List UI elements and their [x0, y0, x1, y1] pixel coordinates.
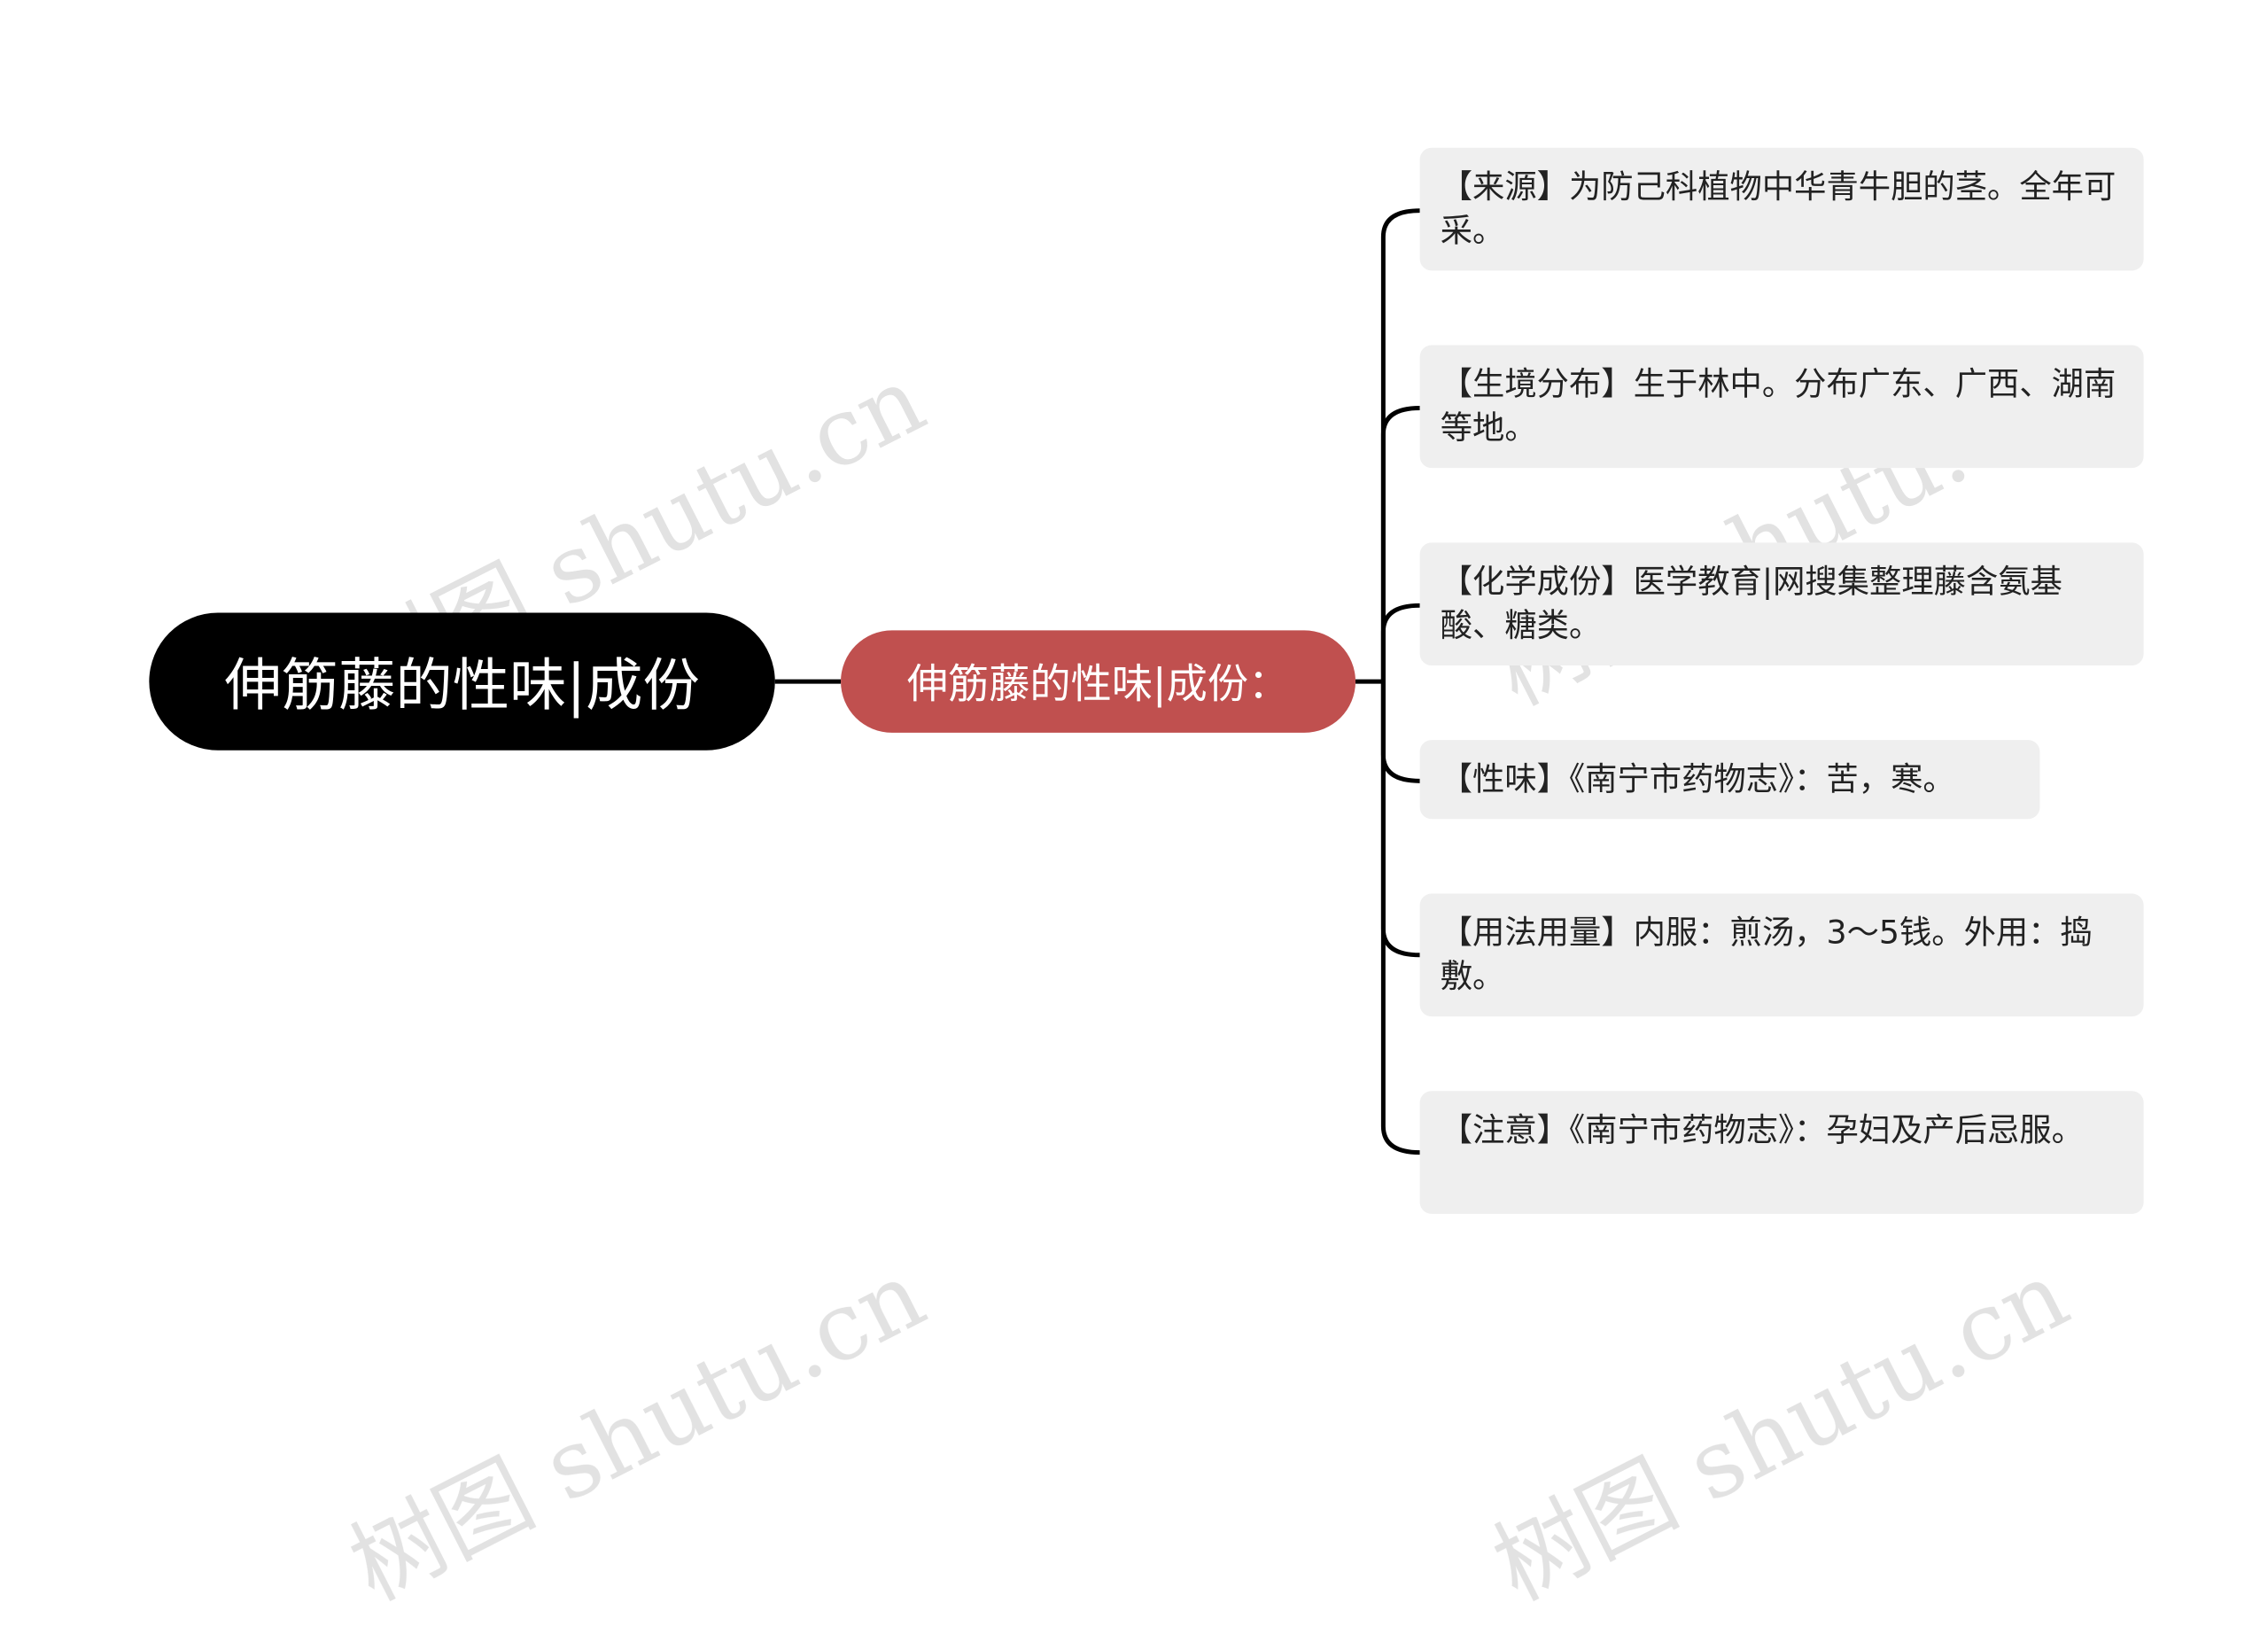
leaf-node-text: 【用法用量】内服：煎汤，3～5钱。外用：捣敷。 — [1440, 915, 2093, 996]
leaf-connector — [1380, 681, 1420, 958]
leaf-node-text: 【来源】为防己科植物中华青牛胆的茎。全年可采。 — [1440, 169, 2117, 251]
leaf-connector — [1380, 208, 1420, 682]
root-topic-label: 伸筋藤的性味|成份 — [224, 653, 700, 720]
leaf-connector — [1380, 681, 1420, 783]
leaf-node-habitat[interactable]: 【生境分布】生于林中。分布广东、广西、湖南等地。 — [1419, 345, 2144, 469]
leaf-node-text: 【性味】《南宁市药物志》：苦，寒。 — [1440, 761, 1955, 799]
mind-map-canvas: 树图 shutu.cn 树图 shutu.cn 树图 shutu.cn 树图 s… — [149, 147, 2144, 1622]
leaf-node-text: 【生境分布】生于林中。分布广东、广西、湖南等地。 — [1440, 367, 2117, 448]
leaf-node-properties[interactable]: 【性味】《南宁市药物志》：苦，寒。 — [1419, 740, 2040, 820]
leaf-node-text: 【注意】《南宁市药物志》：孕妇及产后忌服。 — [1440, 1113, 2084, 1150]
leaf-node-caution[interactable]: 【注意】《南宁市药物志》：孕妇及产后忌服。 — [1419, 1091, 2144, 1214]
leaf-connector — [1380, 603, 1420, 682]
leaf-connector — [1380, 406, 1420, 682]
leaf-connector — [1380, 681, 1420, 1155]
branch-topic-node[interactable]: 伸筋藤的性味|成份： — [841, 630, 1356, 733]
leaf-node-dosage[interactable]: 【用法用量】内服：煎汤，3～5钱。外用：捣敷。 — [1419, 893, 2144, 1017]
leaf-node-text: 【化学成份】医学教育|网搜集整理藤含氨基酸、糖类。 — [1440, 564, 2062, 645]
leaf-node-source[interactable]: 【来源】为防己科植物中华青牛胆的茎。全年可采。 — [1419, 147, 2144, 271]
branch-topic-label: 伸筋藤的性味|成份： — [906, 659, 1290, 708]
connector-lines — [774, 208, 1420, 1155]
leaf-node-chemistry[interactable]: 【化学成份】医学教育|网搜集整理藤含氨基酸、糖类。 — [1419, 542, 2144, 665]
root-topic-node[interactable]: 伸筋藤的性味|成份 — [149, 612, 775, 751]
